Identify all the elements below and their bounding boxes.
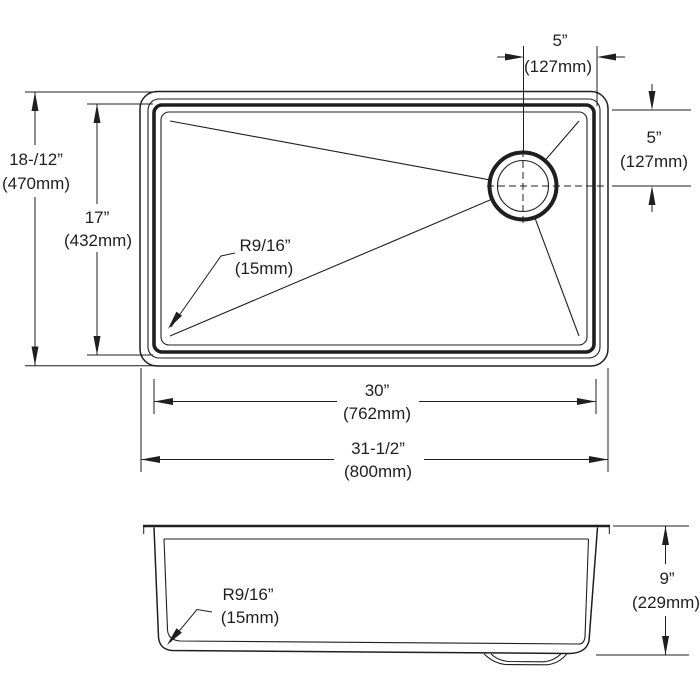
arrowhead-right-icon (577, 398, 596, 405)
dim-label-inches: R9/16” (222, 585, 273, 604)
dim-label-mm: (229mm) (632, 593, 700, 612)
arrowhead-up-icon (648, 186, 656, 205)
dim-label-mm: (470mm) (2, 174, 70, 193)
arrowhead-down-icon (648, 91, 656, 110)
bowl-outer-profile (153, 527, 599, 655)
dim-label-inches: 5” (646, 128, 661, 147)
dim-label-inches: R9/16” (239, 236, 290, 255)
arrowhead-left-icon (597, 53, 616, 61)
bowl-slope-line-top-left (169, 120, 524, 187)
bowl-bottom-edge (160, 111, 588, 346)
dim-label-mm: (15mm) (235, 259, 294, 278)
dim-label-mm: (800mm) (344, 462, 412, 481)
dim-overall-left-to-right: 31-1/2” (800mm) (140, 368, 609, 481)
leader-line (170, 252, 236, 328)
dim-label-mm: (127mm) (524, 57, 592, 76)
side-view (143, 524, 610, 666)
dim-drain-offset-top: 5” (127mm) (497, 31, 625, 151)
drain-fitting-inner (490, 653, 562, 663)
dim-label-inches: 31-1/2” (351, 439, 405, 458)
dim-label-inches: 17” (85, 208, 110, 227)
arrowhead-down-icon (93, 336, 101, 355)
arrowhead-down-icon (662, 636, 669, 655)
arrowhead-icon (167, 628, 182, 645)
bowl-inner-profile (163, 538, 590, 645)
dim-drain-offset-side: 5” (127mm) (612, 84, 691, 212)
dim-label-mm: (762mm) (343, 404, 411, 423)
dim-overall-front-to-back: 18-/12” (470mm) (2, 91, 157, 367)
dim-bowl-front-to-back: 17” (432mm) (64, 103, 153, 356)
arrowhead-left-icon (141, 456, 160, 463)
dim-label-inches: 18-/12” (9, 150, 63, 169)
dim-label-inches: 30” (365, 381, 390, 400)
arrowhead-left-icon (154, 398, 173, 405)
arrowhead-icon (168, 311, 182, 329)
arrowhead-down-icon (31, 346, 39, 366)
dim-bottom-corner-radius: R9/16” (15mm) (167, 585, 279, 645)
dim-bowl-depth: 9” (229mm) (596, 525, 700, 656)
arrowhead-right-icon (589, 456, 608, 463)
dim-label-inches: 9” (659, 569, 674, 588)
bowl-top-edge (152, 103, 596, 354)
bowl-slope-line-bottom-left (169, 185, 524, 337)
dim-label-mm: (15mm) (221, 608, 280, 627)
arrowhead-up-icon (662, 526, 669, 545)
plan-view (139, 90, 609, 367)
sink-outer-edge (139, 90, 609, 367)
drain-fitting-outer (483, 653, 568, 666)
dim-label-mm: (127mm) (620, 152, 688, 171)
arrowhead-up-icon (31, 92, 39, 111)
dim-bowl-left-to-right: 30” (762mm) (153, 379, 597, 423)
dim-label-mm: (432mm) (64, 231, 132, 250)
dim-bowl-corner-radius: R9/16” (15mm) (168, 236, 293, 329)
sink-rim-edge (147, 98, 601, 359)
dim-label-inches: 5” (552, 31, 567, 50)
arrowhead-up-icon (93, 104, 101, 123)
arrowhead-right-icon (505, 53, 524, 61)
